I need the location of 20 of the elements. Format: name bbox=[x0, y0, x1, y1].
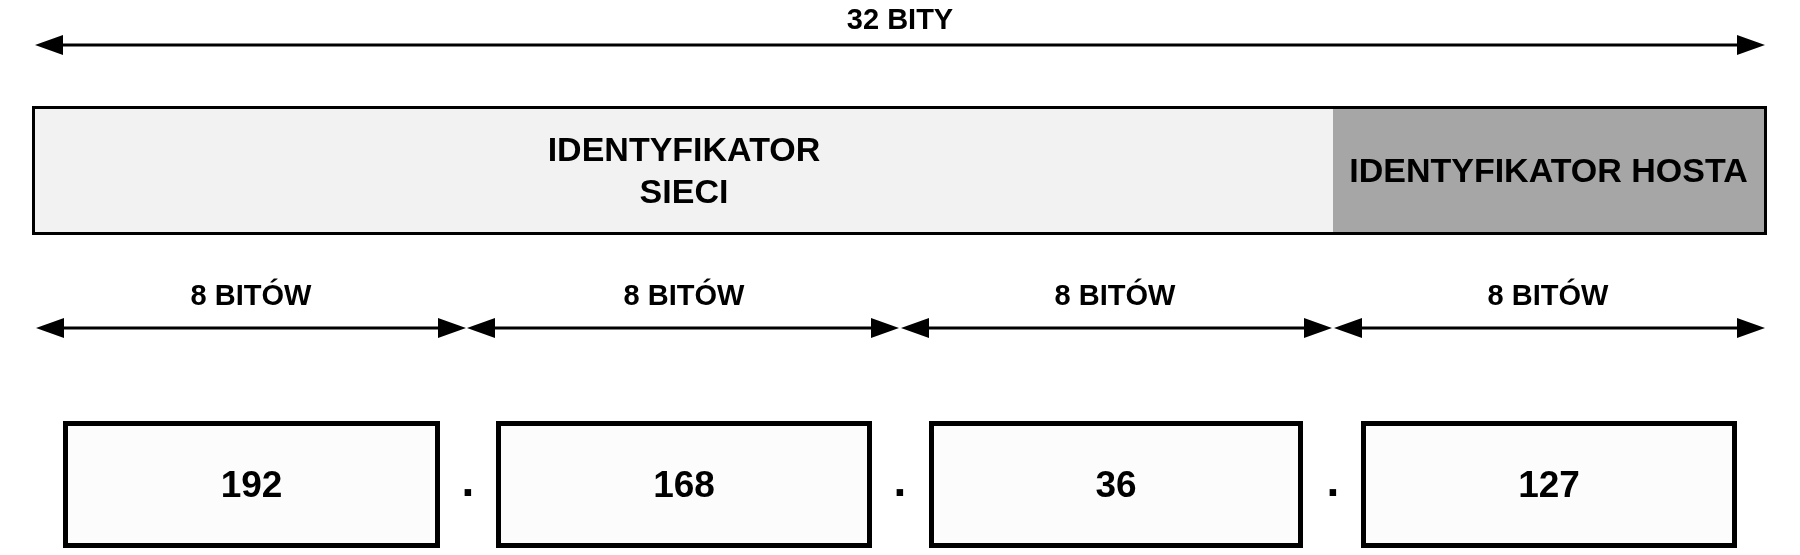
segment-label: IDENTYFIKATOR SIECI bbox=[546, 129, 822, 212]
octet-box bbox=[1361, 421, 1737, 548]
octet-value: 36 bbox=[1095, 462, 1137, 507]
dimension-label: 8 BITÓW bbox=[1487, 280, 1609, 312]
network-id-segment bbox=[32, 106, 1333, 235]
octet-box bbox=[63, 421, 440, 548]
octet-box bbox=[496, 421, 872, 548]
dimension-label: 32 BITY bbox=[846, 4, 954, 36]
octet-value: 168 bbox=[653, 462, 715, 507]
octet-value: 127 bbox=[1518, 462, 1580, 507]
dimension-label: 8 BITÓW bbox=[1054, 280, 1176, 312]
host-id-segment bbox=[1333, 106, 1767, 235]
octet-box bbox=[929, 421, 1303, 548]
dot-separator: . bbox=[1326, 454, 1340, 506]
dot-separator: . bbox=[461, 454, 475, 506]
octet-value: 192 bbox=[220, 462, 283, 507]
dimension-label: 8 BITÓW bbox=[190, 280, 312, 312]
dot-separator: . bbox=[893, 454, 907, 506]
segment-label: IDENTYFIKATOR HOSTA bbox=[1349, 149, 1748, 191]
dimension-label: 8 BITÓW bbox=[623, 280, 745, 312]
